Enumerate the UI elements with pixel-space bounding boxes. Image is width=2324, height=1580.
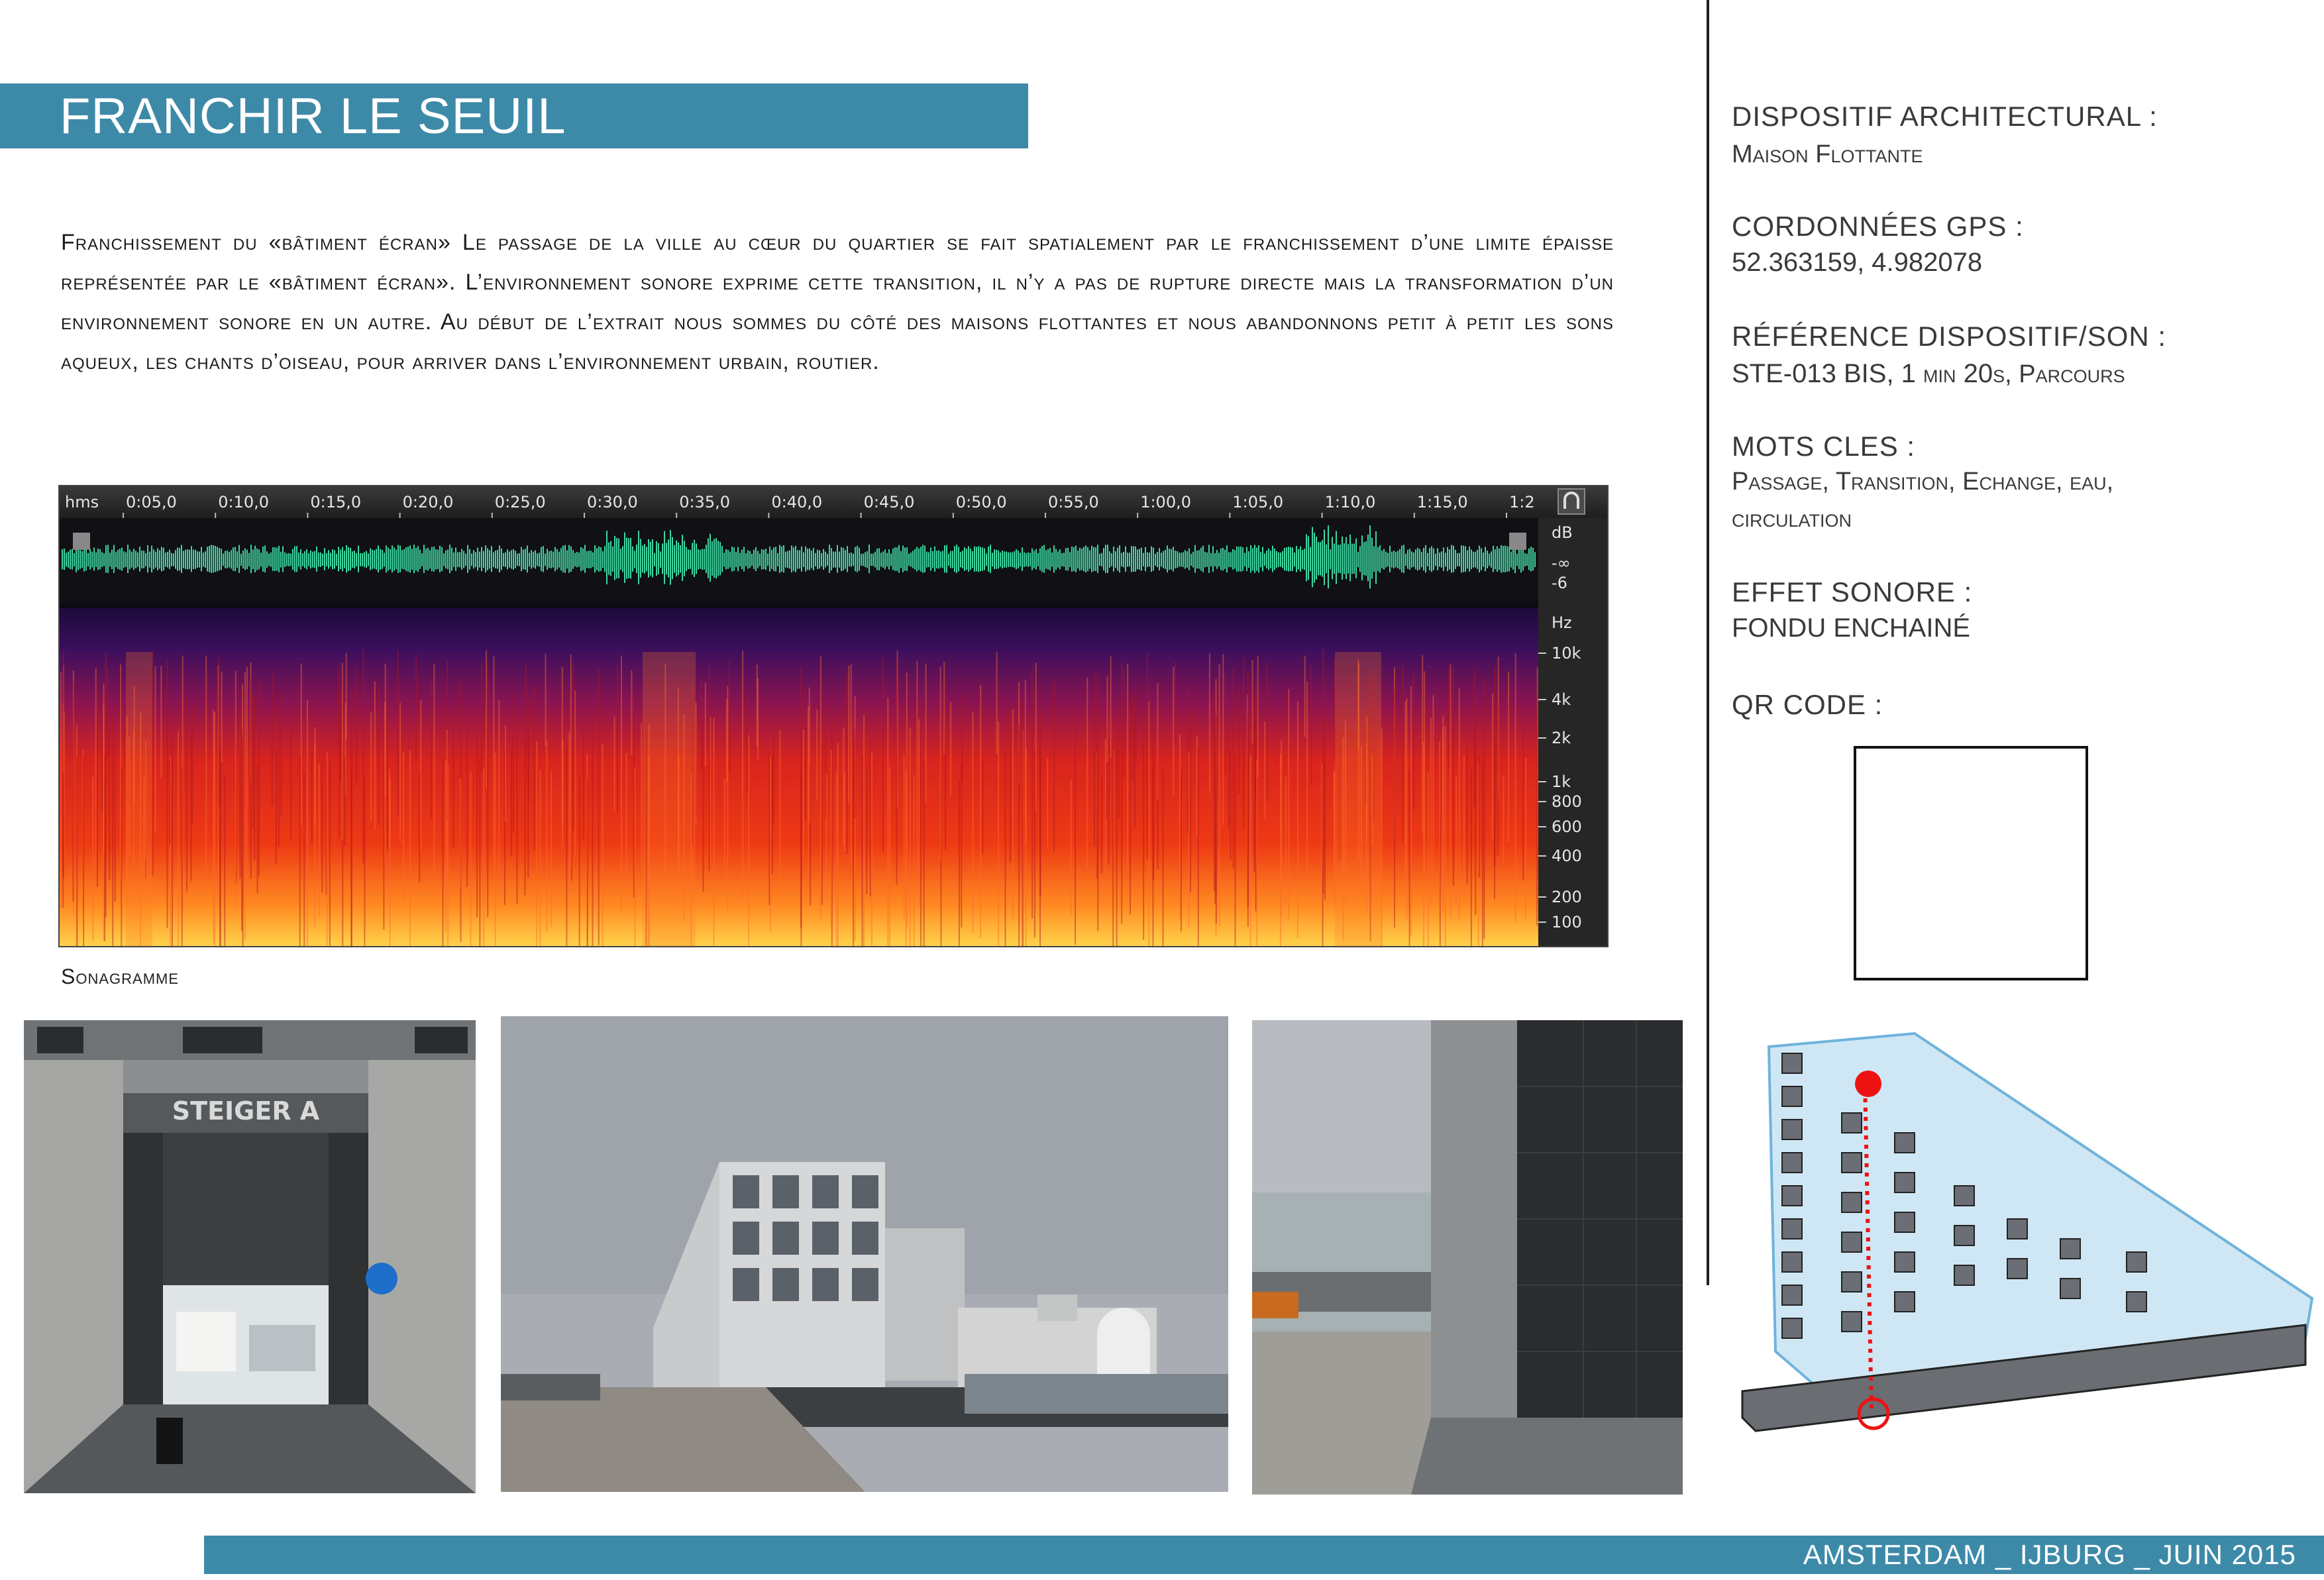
- time-tick-label: 0:50,0: [956, 493, 1007, 511]
- hz-tick-label: 10k: [1552, 644, 1581, 662]
- hz-tick-label: 4k: [1552, 690, 1571, 709]
- column-divider: [1707, 0, 1709, 1285]
- time-tick-label: 0:15,0: [310, 493, 361, 511]
- reference-value: STE-013 BIS, 1 min 20s, Parcours: [1732, 359, 2125, 388]
- time-tick-label: 0:10,0: [218, 493, 269, 511]
- photo-building-entrance: STEIGER A: [24, 1020, 476, 1493]
- keywords-line-2: circulation: [1732, 505, 1852, 533]
- time-tick-label: 0:30,0: [587, 493, 638, 511]
- time-tick-label: 0:05,0: [126, 493, 177, 511]
- hz-tick-label: 2k: [1552, 729, 1571, 747]
- waveform: [62, 525, 1536, 589]
- time-tick-label: 1:05,0: [1232, 493, 1283, 511]
- time-tick-label: 0:45,0: [864, 493, 915, 511]
- waveform-trace: [62, 525, 1536, 589]
- hz-tick-label: 800: [1552, 792, 1582, 811]
- scale-panel: [1538, 518, 1607, 946]
- fade-out-handle: [1509, 533, 1526, 550]
- intro-paragraph: Franchissement du «bâtiment écran» Le pa…: [61, 230, 1614, 374]
- time-tick-label: 1:00,0: [1140, 493, 1191, 511]
- hz-tick-label: 400: [1552, 847, 1582, 865]
- building-sign: STEIGER A: [172, 1096, 320, 1126]
- gps-label: CORDONNÉES GPS :: [1732, 211, 2024, 242]
- footer-bar: [204, 1536, 2324, 1574]
- db-tick-label: -6: [1552, 574, 1567, 592]
- time-tick-label: 0:20,0: [403, 493, 454, 511]
- hz-tick-label: 1k: [1552, 772, 1571, 791]
- dispositif-label: DISPOSITIF ARCHITECTURAL :: [1732, 101, 2158, 132]
- time-tick-label: 1:10,0: [1325, 493, 1376, 511]
- time-tick-label: 0:35,0: [679, 493, 730, 511]
- title-banner: [0, 83, 1028, 148]
- page-title: FRANCHIR LE SEUIL: [60, 88, 566, 144]
- time-tick-labels: hms 0:05,0 0:10,0 0:15,0 0:20,0 0:25,0 0:30,0 0…: [65, 493, 1535, 518]
- time-tick-label: 1:2: [1509, 493, 1535, 511]
- spectrogram-panel: [60, 608, 1538, 946]
- hz-tick-label: 100: [1552, 913, 1582, 931]
- photo-dark-facade: [1252, 1020, 1683, 1495]
- gps-value: 52.363159, 4.982078: [1732, 248, 1983, 277]
- photo-street-waterfront: [501, 1016, 1228, 1492]
- spectrogram-texture: [60, 648, 1538, 946]
- time-unit-label: hms: [65, 493, 99, 511]
- keywords-label: MOTS CLES :: [1732, 431, 1916, 462]
- qr-label: QR CODE :: [1732, 689, 1883, 720]
- dispositif-value: Maison Flottante: [1732, 140, 1923, 168]
- reference-label: RÉFÉRENCE DISPOSITIF/SON :: [1732, 321, 2167, 352]
- hz-tick-label: 600: [1552, 817, 1582, 836]
- magnet-glyph: [1563, 492, 1579, 509]
- site-map: [1716, 1020, 2324, 1497]
- hz-tick-label: 200: [1552, 888, 1582, 906]
- hz-unit-label: Hz: [1552, 613, 1572, 632]
- fade-in-handle: [73, 533, 90, 550]
- time-tick-label: 0:25,0: [495, 493, 546, 511]
- effect-value: FONDU ENCHAINÉ: [1732, 613, 1971, 643]
- footer-text: AMSTERDAM _ IJBURG _ JUIN 2015: [1803, 1539, 2296, 1570]
- db-unit-label: dB: [1552, 523, 1573, 542]
- time-tick-label: 0:40,0: [771, 493, 822, 511]
- time-tick-label: 1:15,0: [1417, 493, 1468, 511]
- db-tick-label: -∞: [1552, 554, 1571, 572]
- time-ruler: [60, 486, 1607, 518]
- effect-label: EFFET SONORE :: [1732, 576, 1973, 607]
- sonagram: hms 0:05,0 0:10,0 0:15,0 0:20,0 0:25,0 0:30,0 0…: [58, 485, 1609, 947]
- qr-code-placeholder: [1854, 746, 2088, 980]
- time-tick-label: 0:55,0: [1048, 493, 1099, 511]
- keywords-line-1: Passage, Transition, Echange, eau,: [1732, 468, 2114, 496]
- sonagram-caption: Sonagramme: [61, 965, 180, 988]
